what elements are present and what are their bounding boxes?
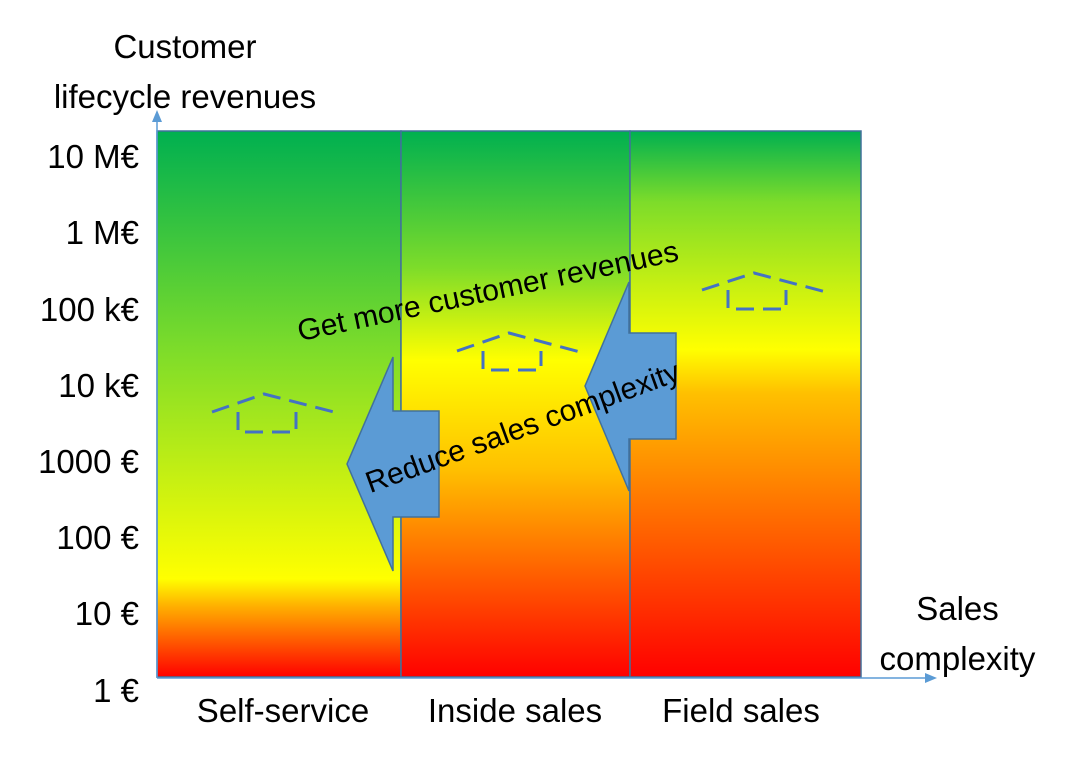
dashed-house-field-sales: [701, 271, 827, 311]
y-tick-label: 10 M€: [47, 138, 139, 175]
y-tick-label: 100 €: [56, 519, 139, 556]
y-tick-label: 10 k€: [58, 367, 139, 404]
x-axis-title-line2: complexity: [879, 639, 1036, 677]
y-axis-title: Customer lifecycle revenues: [20, 22, 350, 121]
y-tick-label: 100 k€: [39, 291, 139, 328]
y-axis-title-line2: lifecycle revenues: [53, 77, 317, 115]
x-axis-arrowhead: [925, 673, 937, 683]
x-category-label: Self-service: [196, 692, 370, 729]
x-category-label: Inside sales: [427, 692, 603, 729]
y-axis-arrowhead: [152, 110, 162, 122]
x-axis-title: Sales complexity: [860, 584, 1055, 683]
column-self-service: [156, 130, 402, 678]
dashed-house-self-service: [211, 392, 335, 434]
y-tick-label: 10 €: [74, 595, 139, 632]
y-axis-title-line1: Customer: [113, 28, 257, 65]
y-tick-label: 1 €: [93, 672, 139, 709]
left-arrow-inside-to-self: [346, 356, 440, 572]
y-tick-label: 1 M€: [65, 214, 139, 251]
left-arrow-field-to-inside: [584, 281, 677, 492]
x-axis-title-line1: Sales: [916, 590, 999, 627]
y-tick-label: 1000 €: [38, 443, 139, 480]
dashed-house-inside-sales: [456, 331, 581, 372]
x-category-label: Field sales: [662, 692, 820, 729]
